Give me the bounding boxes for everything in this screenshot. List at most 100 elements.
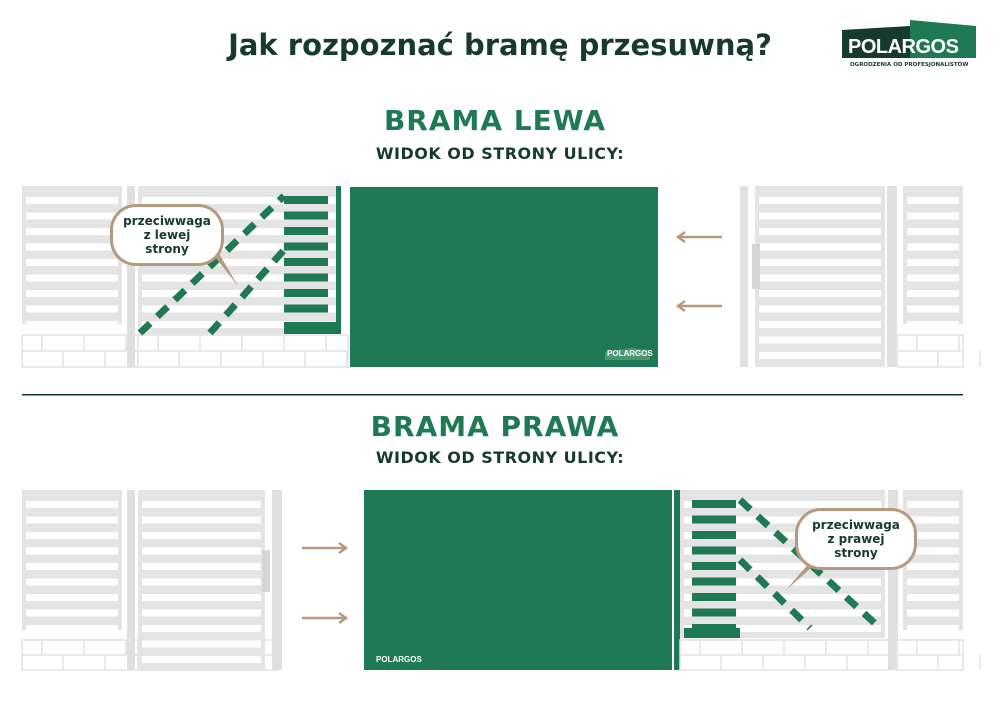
fence-slat-gap <box>26 197 118 204</box>
fence-slat-gap <box>907 625 959 632</box>
fence-slat-gap <box>759 352 881 359</box>
counterweight-slat <box>284 273 328 282</box>
gate-edge <box>674 490 680 670</box>
fence-slat-gap <box>759 243 881 251</box>
fence-slat-gap <box>142 305 336 313</box>
fence-slat-gap <box>142 501 261 508</box>
fence-slat-gap <box>26 305 118 313</box>
fence-slat-gap <box>26 578 118 586</box>
fence-slat-gap <box>907 547 959 555</box>
fence-slat-gap <box>26 625 118 632</box>
fence-slat-gap <box>142 259 336 266</box>
section-subheading-right: WIDOK OD STRONY ULICY: <box>375 448 625 467</box>
gate-logo-mark <box>605 348 650 360</box>
fence-slat-gap <box>26 532 118 539</box>
gate-edge <box>336 186 341 334</box>
wicket-handle <box>262 550 270 592</box>
fence-slat-gap <box>26 290 118 297</box>
fence-slat-gap <box>684 625 881 632</box>
fence-slat-gap <box>759 228 881 235</box>
fence-slat-gap <box>142 243 336 251</box>
fence-slat-gap <box>142 609 261 617</box>
fence-slat-gap <box>907 516 959 524</box>
counterweight-brace <box>137 193 287 336</box>
section-heading-right: BRAMA PRAWA <box>370 410 620 443</box>
fence-slat-gap <box>26 243 118 251</box>
fence-slat-gap <box>142 563 261 570</box>
counterweight-slat <box>692 500 736 508</box>
fence-slat-gap <box>26 259 118 266</box>
fence-slat-gap <box>907 609 959 617</box>
fence-slat-gap <box>26 321 118 328</box>
callout-line: z lewej strony <box>143 228 191 256</box>
fence-slat-gap <box>142 516 261 524</box>
fence-slat-gap <box>142 640 261 648</box>
callout-line: z prawej strony <box>827 532 885 560</box>
logo-roof-icon <box>842 20 976 58</box>
fence-slat-gap <box>759 197 881 204</box>
logo-tagline: OGRODZENIA OD PROFESJONALISTÓW <box>850 62 969 68</box>
fence-slat-gap <box>907 228 959 235</box>
counterweight-slat <box>284 289 328 297</box>
page-title: Jak rozpoznać bramę przesuwną? <box>228 28 772 62</box>
fence-slat-gap <box>142 547 261 555</box>
fence-slat-gap <box>759 336 881 344</box>
fence-slat-gap <box>759 259 881 266</box>
fence-slat-gap <box>142 321 336 328</box>
fence-slat-gap <box>907 321 959 328</box>
logo-wordmark: POLARGOS <box>848 36 959 58</box>
counterweight-slat <box>284 196 328 204</box>
counterweight-brace <box>737 497 883 631</box>
fence-slat-gap <box>142 274 336 282</box>
arrow-head-icon <box>675 230 686 244</box>
fence-slat-gap <box>907 305 959 313</box>
fence-slat-gap <box>142 625 261 632</box>
arrow-head-icon <box>338 611 349 625</box>
gate-logo-left: POLARGOS <box>607 349 653 358</box>
fence-slat-gap <box>684 547 881 555</box>
counterweight-slat <box>692 546 736 555</box>
counterweight-brace <box>737 557 813 631</box>
fence-post <box>127 490 135 670</box>
fence-slat-gap <box>907 197 959 204</box>
fence-post <box>127 186 135 367</box>
fence-slat-gap <box>759 305 881 313</box>
fence-slat-gap <box>684 501 881 508</box>
fence-slat-gap <box>907 578 959 586</box>
fence-panel <box>22 490 122 630</box>
fence-slat-gap <box>907 594 959 601</box>
wicket-handle <box>752 244 760 289</box>
counterweight-slat <box>692 562 736 570</box>
counterweight-slat <box>692 577 736 586</box>
fence-slat-gap <box>26 501 118 508</box>
gate-logo-right: POLARGOS <box>376 655 422 664</box>
fence-slat-gap <box>26 228 118 235</box>
sliding-gate-left <box>350 187 658 367</box>
fence-slat-gap <box>142 578 261 586</box>
callout-line: przeciwwaga <box>123 214 211 228</box>
sliding-gate-right <box>364 490 672 670</box>
section-subheading-left: WIDOK OD STRONY ULICY: <box>375 144 625 163</box>
section-divider <box>22 394 963 396</box>
callout-right: przeciwwaga z prawej strony <box>795 508 917 570</box>
counterweight-base <box>284 322 336 334</box>
fence-slat-gap <box>907 290 959 297</box>
arrow-head-icon <box>675 299 686 313</box>
fence-slat-gap <box>142 594 261 601</box>
fence-slat-gap <box>26 609 118 617</box>
fence-slat-gap <box>142 197 336 204</box>
fence-slat-gap <box>907 212 959 220</box>
counterweight-slat <box>692 515 736 524</box>
fence-slat-gap <box>907 243 959 251</box>
counterweight-brace <box>207 247 287 336</box>
fence-panel <box>903 490 963 630</box>
arrow-head-icon <box>338 541 349 555</box>
fence-slat-gap <box>759 274 881 282</box>
fence-slat-gap <box>26 563 118 570</box>
callout-left: przeciwwaga z lewej strony <box>110 204 224 266</box>
counterweight-slat <box>284 211 328 220</box>
fence-slat-gap <box>907 532 959 539</box>
counterweight-slat <box>284 258 328 266</box>
